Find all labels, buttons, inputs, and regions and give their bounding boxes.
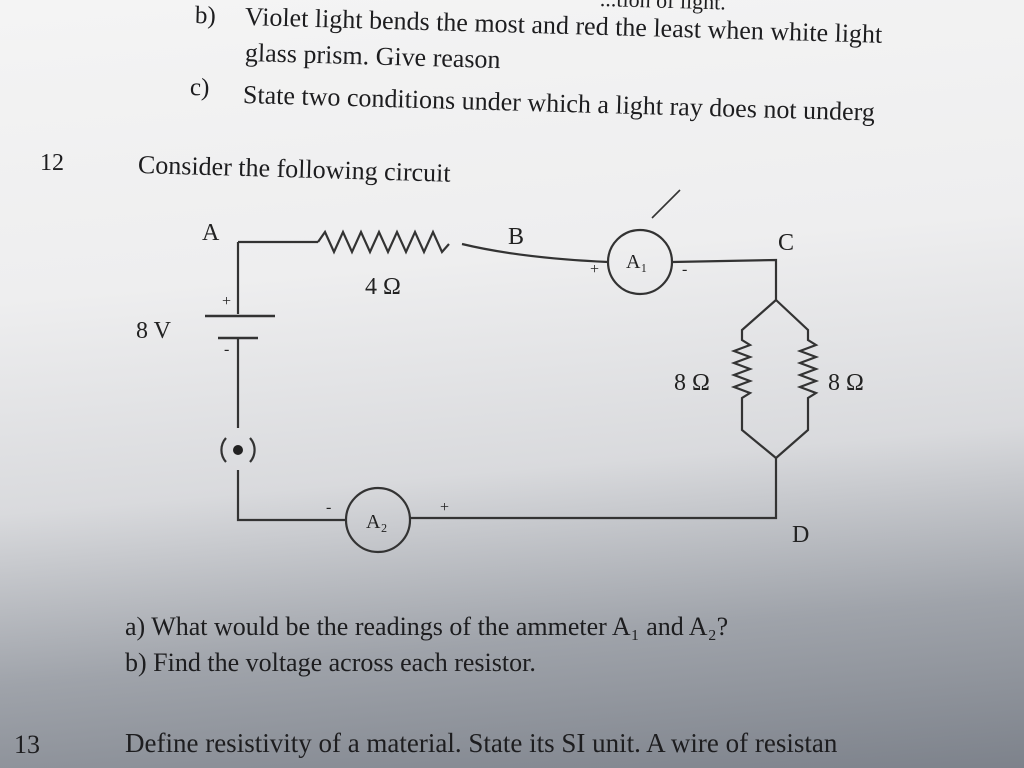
label-4ohm: 4 Ω (365, 274, 401, 300)
a1-plus: + (590, 261, 599, 278)
question-number-13: 13 (14, 730, 40, 759)
a1-minus: - (682, 261, 687, 278)
key-dot (233, 445, 243, 455)
question-12a: a) What would be the readings of the amm… (125, 612, 729, 641)
question-12b: b) Find the voltage across each resistor… (125, 648, 536, 677)
parallel-left (730, 299, 777, 459)
resistor-4ohm (317, 229, 450, 255)
label-8ohm-left: 8 Ω (674, 370, 710, 396)
question-13-text: Define resistivity of a material. State … (125, 728, 838, 758)
wire-b (461, 242, 609, 264)
label-8v: 8 V (136, 318, 172, 344)
wire-c (671, 258, 778, 300)
node-a: A (202, 220, 220, 246)
battery-plus: + (222, 293, 231, 310)
key-arc (220, 437, 256, 463)
node-b: B (508, 224, 524, 250)
label-8ohm-right: 8 Ω (828, 370, 864, 396)
label-a1: A₁ (626, 251, 647, 273)
label-a2: A₂ (366, 511, 387, 533)
question-number-12: 12 (40, 150, 64, 176)
needle (651, 189, 681, 219)
node-d: D (792, 522, 809, 548)
wire-d (410, 458, 778, 520)
node-c: C (778, 230, 794, 256)
parallel-right (775, 299, 820, 459)
wire-bottom-left (236, 470, 346, 522)
a2-plus: + (440, 499, 449, 516)
a2-minus: - (326, 499, 331, 516)
battery-minus: - (224, 341, 229, 358)
